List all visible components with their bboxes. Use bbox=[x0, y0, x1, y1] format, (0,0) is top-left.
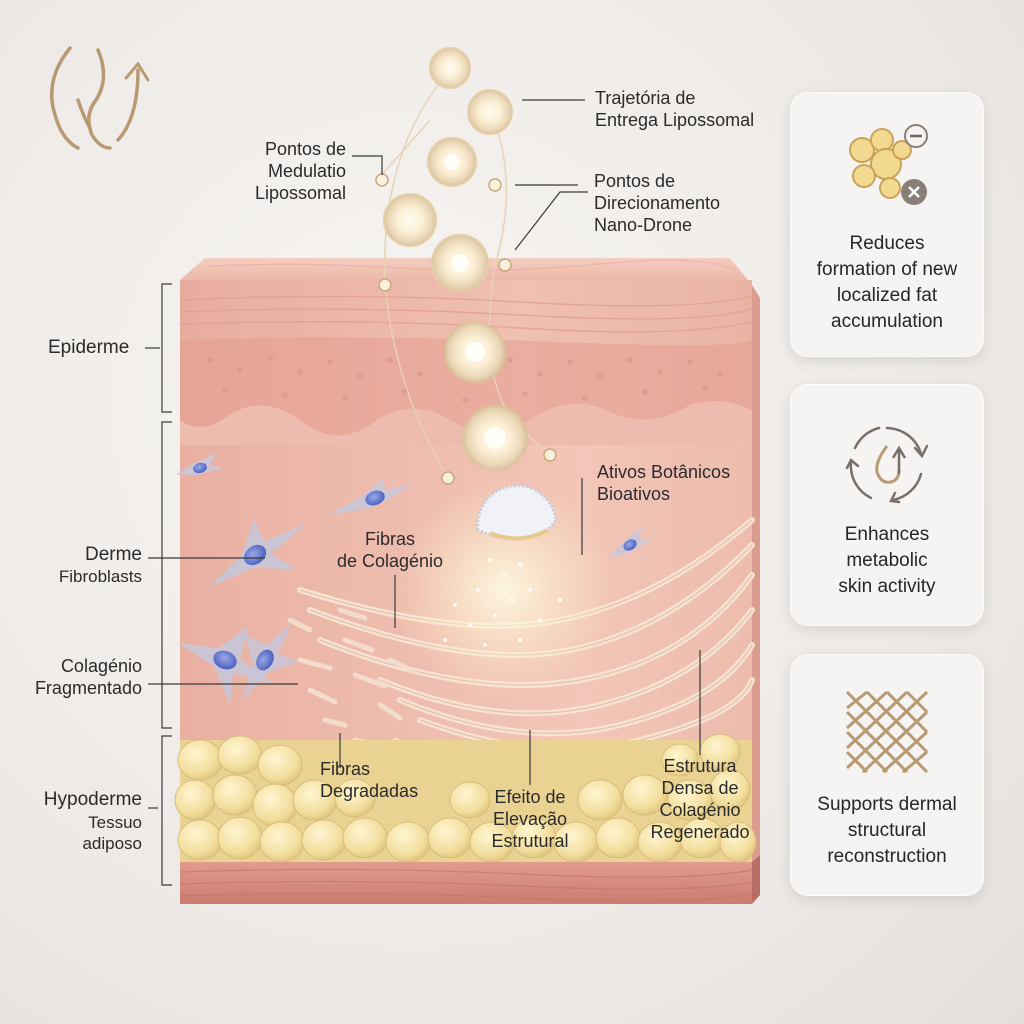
label-hypoderme: Hypoderme bbox=[20, 789, 142, 811]
metabolic-cycle-icon bbox=[841, 418, 933, 510]
fat-cells-reduce-icon bbox=[842, 122, 932, 208]
label-derme: Derme bbox=[30, 544, 142, 566]
body-silhouette-arrow-icon bbox=[52, 48, 148, 148]
label-epiderme: Epiderme bbox=[48, 337, 129, 359]
mesh-structure-icon bbox=[843, 688, 931, 776]
label-fibroblasts: Fibroblasts bbox=[30, 566, 142, 587]
